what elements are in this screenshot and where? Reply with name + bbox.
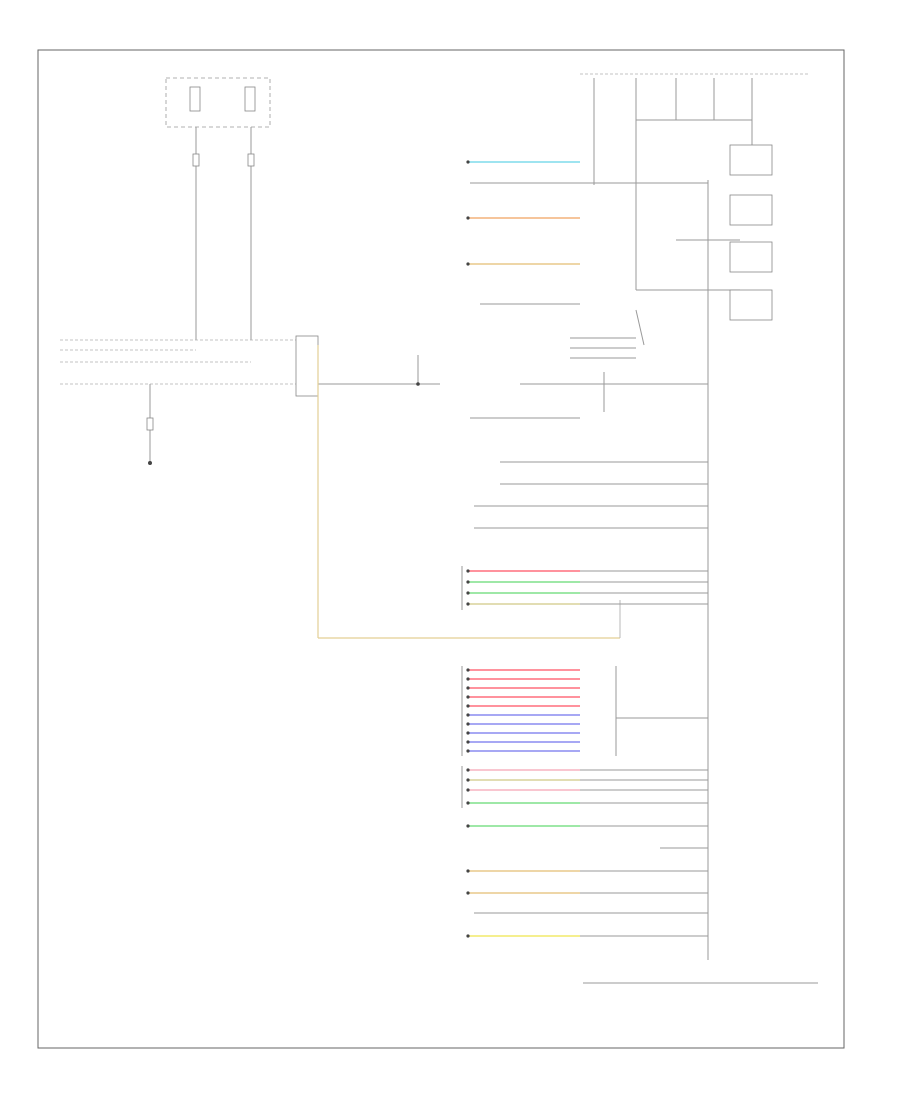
feed-connector-1 bbox=[192, 153, 200, 167]
colored-wires bbox=[466, 160, 580, 938]
tr-relay-4 bbox=[729, 289, 773, 321]
ground-point bbox=[148, 461, 152, 465]
tr-relay-2 bbox=[729, 194, 773, 226]
sensor-stub-dot bbox=[416, 382, 420, 386]
diagram-frame bbox=[37, 49, 845, 1049]
wire-green-4-terminal bbox=[466, 824, 470, 828]
switch-arm bbox=[635, 309, 645, 346]
wire-tan-1-terminal bbox=[466, 262, 470, 266]
wire-red-1-terminal bbox=[466, 569, 470, 573]
wire-blue-2-terminal bbox=[466, 722, 470, 726]
wire-olive-2-terminal bbox=[466, 778, 470, 782]
wire-green-2-terminal bbox=[466, 591, 470, 595]
top-left-fuse-block bbox=[165, 77, 271, 128]
wire-orange-1-terminal bbox=[466, 216, 470, 220]
tr-relay-1 bbox=[729, 144, 773, 176]
wire-tan-3-terminal bbox=[466, 891, 470, 895]
top-left-fuse-label-box bbox=[189, 86, 201, 112]
center-module bbox=[295, 335, 319, 397]
wire-red-5-terminal bbox=[466, 695, 470, 699]
wire-red-2-terminal bbox=[466, 668, 470, 672]
wire-pink-1-terminal bbox=[466, 768, 470, 772]
wire-blue-4-terminal bbox=[466, 740, 470, 744]
wire-red-6-terminal bbox=[466, 704, 470, 708]
ground-connector bbox=[146, 417, 154, 431]
wire-yellow-1-terminal bbox=[466, 934, 470, 938]
wire-tan-2-terminal bbox=[466, 869, 470, 873]
wire-red-4-terminal bbox=[466, 686, 470, 690]
wire-cyan-1-terminal bbox=[466, 160, 470, 164]
wire-green-3-terminal bbox=[466, 801, 470, 805]
top-left-fuse-label-box-2 bbox=[244, 86, 256, 112]
wire-blue-3-terminal bbox=[466, 731, 470, 735]
wire-red-3-terminal bbox=[466, 677, 470, 681]
wire-olive-1-terminal bbox=[466, 602, 470, 606]
wire-green-1-terminal bbox=[466, 580, 470, 584]
tr-relay-3 bbox=[729, 241, 773, 273]
wire-blue-5-terminal bbox=[466, 749, 470, 753]
wire-pink-2-terminal bbox=[466, 788, 470, 792]
wire-blue-1-terminal bbox=[466, 713, 470, 717]
feed-connector-2 bbox=[247, 153, 255, 167]
